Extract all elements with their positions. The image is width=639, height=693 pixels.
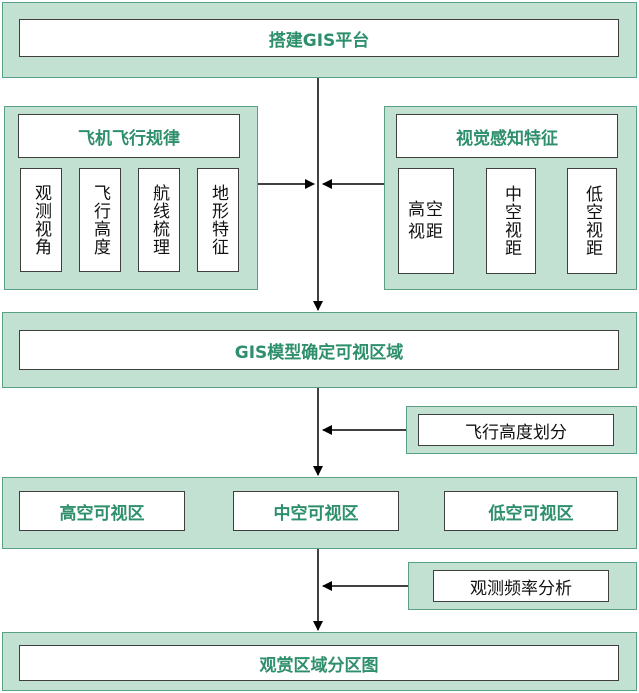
platform-title: 搭建GIS平台 [268,30,370,51]
observation-frequency-label: 观测频率分析 [470,578,572,599]
visual-perception-title-box: 视觉感知特征 [396,114,618,158]
flight-rule-item-1-label: 观测视角 [31,184,51,256]
visual-perception-item-3: 低空视距 [567,168,617,274]
flight-rule-item-3: 航线梳理 [138,168,180,272]
zone-mid-box: 中空可视区 [233,491,399,531]
zone-mid-label: 中空可视区 [273,503,359,524]
result-title-box: 观赏区域分区图 [19,645,619,681]
gis-model-title: GIS模型确定可视区域 [234,342,404,363]
flight-rule-item-1: 观测视角 [20,168,62,272]
flight-rule-item-4-label: 地形特征 [208,184,228,256]
flight-height-box: 飞行高度划分 [418,414,614,446]
zone-low-box: 低空可视区 [444,491,618,531]
visual-perception-item-1: 高空视距 [398,168,454,274]
visual-perception-item-3-label: 低空视距 [582,185,602,257]
flight-rule-item-3-label: 航线梳理 [149,184,169,256]
zone-low-label: 低空可视区 [488,503,574,524]
visual-perception-title: 视觉感知特征 [456,128,558,149]
flight-rule-item-2-label: 飞行高度 [90,184,110,256]
visual-perception-item-2-label: 中空视距 [501,185,521,257]
flight-rules-title-box: 飞机飞行规律 [18,114,240,158]
result-title: 观赏区域分区图 [259,655,379,676]
observation-frequency-box: 观测频率分析 [433,570,609,602]
flight-height-label: 飞行高度划分 [465,422,567,443]
visual-perception-item-1-label: 高空视距 [408,200,444,242]
zone-high-label: 高空可视区 [59,503,145,524]
visual-perception-item-2: 中空视距 [486,168,536,274]
flight-rules-title: 飞机飞行规律 [78,128,180,149]
platform-title-box: 搭建GIS平台 [19,19,619,57]
zone-high-box: 高空可视区 [19,491,185,531]
gis-model-title-box: GIS模型确定可视区域 [19,330,619,370]
flight-rule-item-4: 地形特征 [197,168,239,272]
flight-rule-item-2: 飞行高度 [79,168,121,272]
